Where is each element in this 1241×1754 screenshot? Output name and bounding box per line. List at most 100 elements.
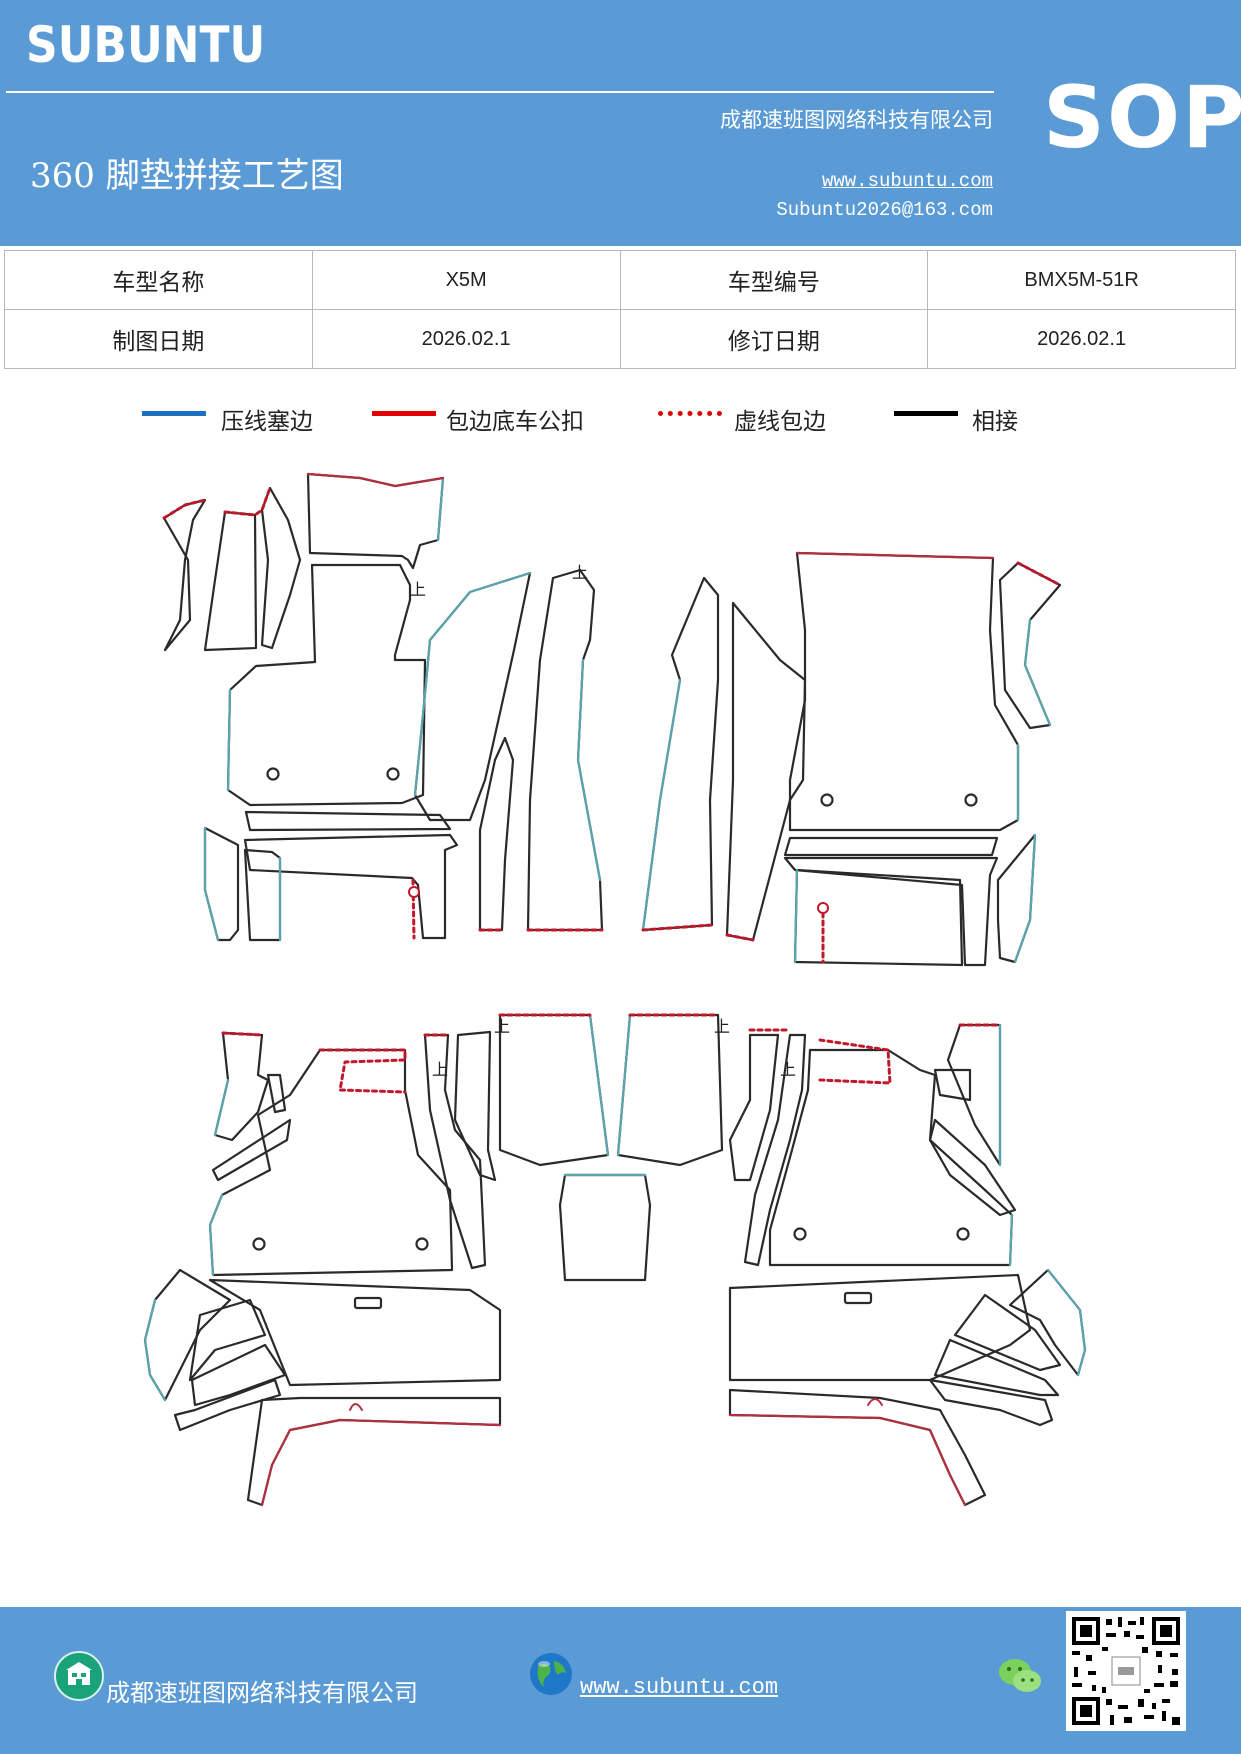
orientation-mark: 上 <box>410 580 426 599</box>
legend-label: 压线塞边 <box>221 409 313 435</box>
mat-piece <box>244 810 452 832</box>
mat-piece <box>423 1033 487 1270</box>
mat-piece <box>188 1298 267 1382</box>
dashed-edge <box>318 1048 407 1094</box>
pressed-edge <box>203 826 220 942</box>
mat-hole <box>415 1237 429 1251</box>
mat-piece <box>162 498 207 652</box>
page-header: SUBUNTU 成都速班图网络科技有限公司 360 脚垫拼接工艺图 www.su… <box>0 0 1241 246</box>
legend-swatch-red-dotted <box>658 411 722 416</box>
pressed-edge <box>793 868 799 964</box>
mat-piece <box>243 848 282 942</box>
pin-mark <box>408 886 420 898</box>
header-divider <box>6 91 994 93</box>
pressed-edge <box>616 1013 632 1157</box>
mat-piece <box>996 833 1037 964</box>
qr-code[interactable] <box>1066 1611 1186 1731</box>
mat-hole <box>964 793 978 807</box>
mat-piece <box>641 576 720 932</box>
table-cell-label: 车型编号 <box>619 250 929 310</box>
mat-piece <box>783 836 999 857</box>
pressed-edge <box>226 688 232 792</box>
dashed-edge <box>725 933 755 942</box>
brand-logo: SUBUNTU <box>26 16 266 74</box>
mat-piece <box>143 1268 232 1402</box>
info-table: 车型名称 X5M 车型编号 BMX5M-51R 制图日期 2026.02.1 修… <box>4 250 1236 369</box>
legend-swatch-blue <box>142 411 206 416</box>
mat-hole <box>252 1237 266 1251</box>
mat-hole <box>793 1227 807 1241</box>
orientation-mark: 上 <box>780 1060 796 1079</box>
mat-piece <box>246 1396 502 1507</box>
mat-piece <box>173 1378 282 1432</box>
mat-piece <box>933 1338 1060 1397</box>
mat-piece <box>558 1173 652 1282</box>
mat-piece <box>728 1388 987 1507</box>
header-email[interactable]: Subuntu2026@163.com <box>776 199 993 221</box>
footer-company: 成都速班图网络科技有限公司 <box>106 1679 418 1707</box>
sop-badge: SOP <box>1043 68 1241 168</box>
mat-piece <box>616 1013 724 1167</box>
table-row: 车型名称 X5M 车型编号 BMX5M-51R <box>4 250 1236 310</box>
legend-swatch-black <box>894 411 958 416</box>
mat-piece <box>928 1378 1054 1427</box>
footer-website-link[interactable]: www.subuntu.com <box>580 1675 779 1700</box>
mat-piece <box>243 833 459 940</box>
dashed-edge <box>818 1038 892 1085</box>
pin-mark <box>817 902 829 914</box>
legend-label: 虚线包边 <box>734 409 826 435</box>
mat-piece <box>413 571 532 822</box>
mat-piece <box>793 868 964 967</box>
page-footer: 成都速班图网络科技有限公司 www.subuntu.com <box>0 1607 1241 1754</box>
pressed-edge <box>143 1298 167 1402</box>
mat-piece <box>998 561 1062 730</box>
table-cell-value: 2026.02.1 <box>927 309 1236 369</box>
legend-label: 相接 <box>972 409 1018 435</box>
mat-hole <box>956 1227 970 1241</box>
wechat-icon[interactable] <box>996 1655 1044 1697</box>
dashed-edge <box>223 486 272 517</box>
table-cell-label: 车型名称 <box>4 250 313 310</box>
globe-icon <box>528 1651 574 1697</box>
floor-mat-assembly-drawing: 上 上 上 上 上 上 <box>143 472 1087 1507</box>
pressed-edge <box>1046 1268 1087 1377</box>
binding-edge <box>260 1418 502 1507</box>
mat-piece <box>953 1293 1062 1372</box>
mat-piece <box>788 551 1020 832</box>
mat-piece <box>266 1073 287 1114</box>
company-icon <box>54 1651 104 1701</box>
mat-hole <box>266 767 280 781</box>
orientation-mark: 上 <box>572 563 588 582</box>
binding-edge <box>728 1413 967 1507</box>
pressed-edge <box>1023 618 1052 727</box>
mat-piece <box>190 1343 287 1407</box>
dashed-edge <box>1016 561 1062 587</box>
mat-slot <box>353 1296 383 1310</box>
header-website-link[interactable]: www.subuntu.com <box>821 170 993 192</box>
pressed-edge <box>576 658 602 882</box>
table-cell-value: BMX5M-51R <box>927 250 1236 310</box>
legend-label: 包边底车公扣 <box>446 409 584 435</box>
pressed-edge <box>436 476 445 542</box>
pin-mark <box>867 1398 883 1406</box>
page-title: 360 脚垫拼接工艺图 <box>30 156 344 196</box>
pin-mark <box>349 1403 363 1411</box>
line-legend: 压线塞边 包边底车公扣 虚线包边 相接 <box>0 398 1241 438</box>
binding-edge <box>795 551 995 560</box>
table-row: 制图日期 2026.02.1 修订日期 2026.02.1 <box>4 309 1236 369</box>
mat-piece <box>478 736 515 932</box>
mat-piece <box>783 856 999 967</box>
dashed-edge <box>221 1031 264 1037</box>
mat-piece <box>946 1023 1002 1167</box>
pressed-edge <box>1008 1213 1014 1267</box>
mat-piece <box>728 1033 780 1182</box>
legend-swatch-red <box>372 411 436 416</box>
pressed-edge <box>641 678 682 932</box>
pressed-edge <box>1013 833 1037 964</box>
mat-hole <box>386 767 400 781</box>
mat-piece <box>933 1068 972 1102</box>
orientation-mark: 上 <box>432 1060 448 1079</box>
table-cell-value: 2026.02.1 <box>311 309 621 369</box>
mat-piece <box>203 510 258 652</box>
mat-piece <box>928 1118 1017 1217</box>
